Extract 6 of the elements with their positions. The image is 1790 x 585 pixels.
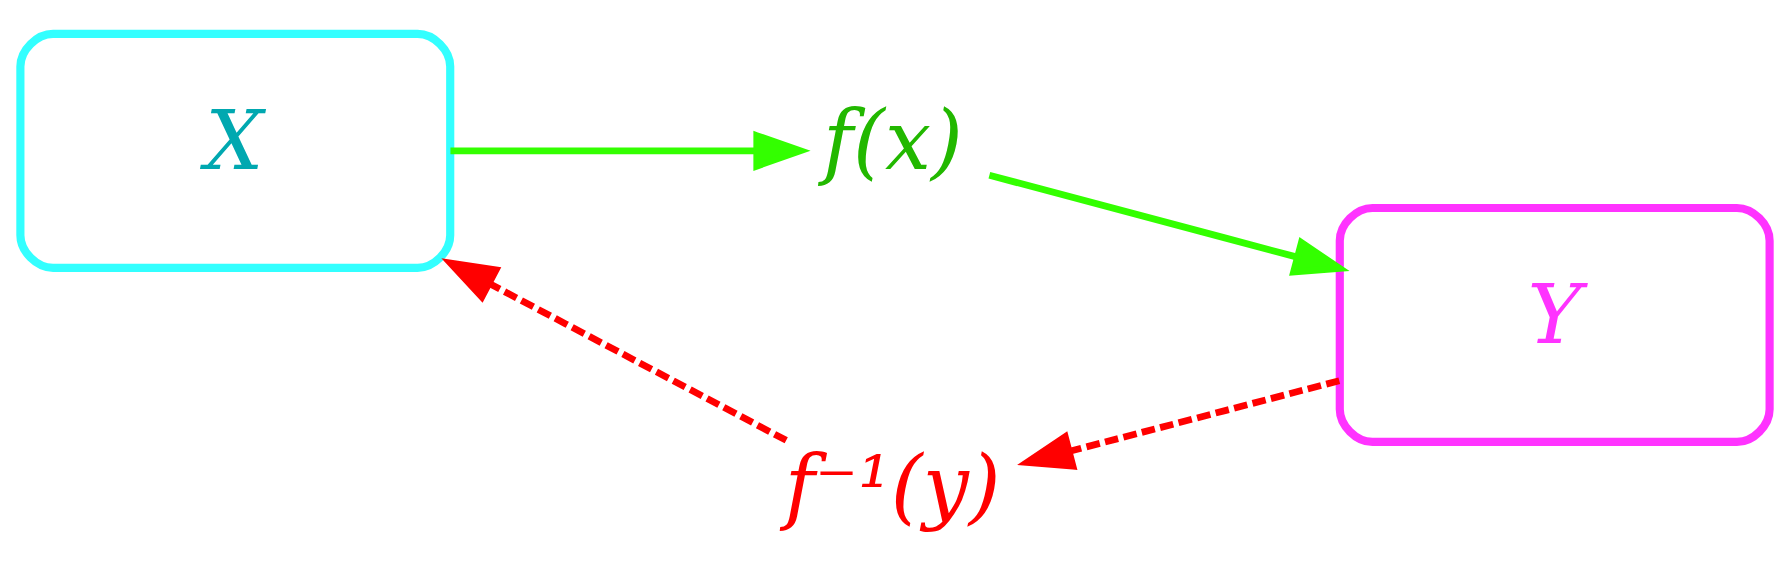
- node-box: Y: [1335, 203, 1774, 446]
- arrow: [441, 257, 788, 443]
- arrow: [988, 171, 1350, 276]
- arrow: [1017, 376, 1341, 470]
- arrow: [450, 130, 811, 171]
- node-box: X: [16, 29, 455, 272]
